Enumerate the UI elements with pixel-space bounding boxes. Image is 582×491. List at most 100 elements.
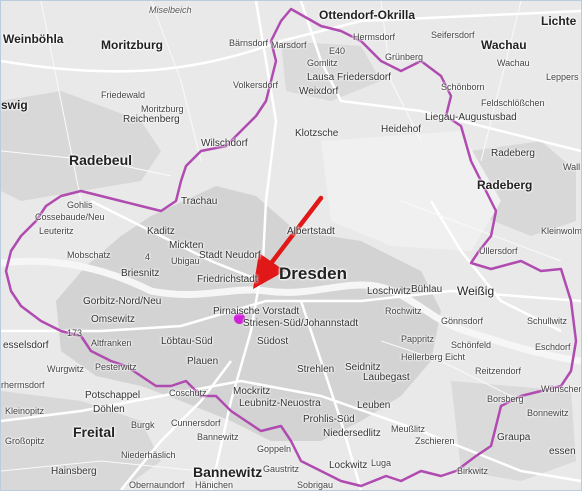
place-label-briesnitz: Briesnitz [121,268,160,279]
place-label-albertstadt: Albertstadt [287,226,335,237]
place-label-wig: swig [1,98,28,112]
place-label-pesterwitz: Pesterwitz [95,362,137,372]
place-label-seidnitz: Seidnitz [345,362,381,373]
place-label-weissig: Weißig [457,284,495,298]
place-label-laubegast: Laubegast [363,372,410,383]
place-label-wilschdorf: Wilschdorf [201,138,248,149]
place-label-zschieren: Zschieren [415,436,455,446]
place-label-ubigau: Ubigau [171,256,200,266]
place-label-bannewitz: Bannewitz [193,464,263,480]
place-label-gonnsdorf: Gönnsdorf [441,316,484,326]
place-label-altfranken: Altfranken [91,338,132,348]
place-label-weinboehla: Weinböhla [3,32,64,46]
place-label-reichenberg: Reichenberg [123,114,180,125]
place-label-doehlen: Döhlen [93,404,125,415]
place-label-trachau: Trachau [181,196,218,207]
place-label-kaditz: Kaditz [147,226,175,237]
place-label-lichtenberg: Lichte [541,14,577,28]
place-label-dresden: Dresden [279,264,348,283]
place-label-eschdorf: Eschdorf [535,342,571,352]
place-label-reitzendorf: Reitzendorf [475,366,522,376]
place-label-seifersdorf: Seifersdorf [431,30,475,40]
place-label-plauen: Plauen [187,356,219,367]
place-label-obernaundorf: Obernaundorf [129,480,185,490]
place-label-highway-4: 4 [145,252,151,262]
place-label-wuenschendorf: Wünschend [541,384,581,394]
place-label-coschutz: Coschütz [169,388,207,398]
place-label-mickten: Mickten [169,240,204,251]
place-label-lockwitz: Lockwitz [329,460,368,471]
place-label-potschappel: Potschappel [85,390,141,401]
place-label-liegau: Liegau-Augustusbad [425,112,517,123]
place-label-cunnersdorf: Cunnersdorf [171,418,221,428]
place-label-wurgwitz: Wurgwitz [47,364,84,374]
place-label-ottendorf-okrilla: Ottendorf-Okrilla [319,8,416,22]
place-label-volkersdorf: Volkersdorf [233,80,279,90]
place-label-ullersdorf: Ullersdorf [479,246,518,256]
place-label-essen: essen [549,446,576,457]
place-label-wall: Wall [563,162,581,172]
place-label-bannewitz-small: Bannewitz [197,432,239,442]
place-label-feldschloesschen: Feldschlößchen [481,98,545,108]
minor-roads [1,1,562,472]
place-label-buehlau: Bühlau [411,284,443,295]
place-label-freital: Freital [73,424,116,440]
place-label-loschwitz: Loschwitz [367,286,411,297]
place-label-leppersdorf: Leppers [546,72,579,82]
place-label-burgk: Burgk [131,420,155,430]
place-label-schullwitz: Schullwitz [527,316,568,326]
place-label-leubnitz: Leubnitz-Neuostra [239,398,321,409]
elbe-river [1,257,581,365]
place-label-niederhaeslich: Niederhäslich [121,450,176,460]
place-label-weixdorf: Weixdorf [299,86,339,97]
place-label-kleinopitz: Kleinopitz [5,406,45,416]
place-label-birkwitz: Birkwitz [457,466,488,476]
place-label-luga: Luga [371,458,392,468]
place-label-marsdorf: Marsdorf [271,40,307,50]
place-label-heidehof: Heidehof [381,124,422,135]
place-label-omsewitz: Omsewitz [91,314,135,325]
place-label-hermsdorf: Hermsdorf [353,32,396,42]
place-label-striesen: Striesen-Süd/Johannstadt [243,318,359,329]
place-label-gorbitz: Gorbitz-Nord/Neu [83,296,162,307]
place-label-kesselsdorf: esselsdorf [3,340,49,351]
place-label-niedersedlitz: Niedersedlitz [323,428,381,439]
place-label-goppeln: Goppeln [257,444,292,454]
place-label-strehlen: Strehlen [297,364,335,375]
place-label-stadt-neudorf: Stadt Neudorf [199,250,261,261]
place-label-barnsdorf: Bärnsdorf [229,38,269,48]
place-label-Meissen-top: Miselbeich [149,5,192,15]
place-label-schoenfeld: Schönfeld [451,340,492,350]
place-label-gohlis: Gohlis [67,200,93,210]
place-label-meussl: Meußlitz [391,424,426,434]
place-label-sobrigau: Sobrigau [297,480,334,490]
place-label-prohlis: Prohlis-Süd [303,414,355,425]
place-label-hermsdorf-w: rhermsdorf [1,380,45,390]
place-label-kleinwolms: Kleinwolms [541,226,582,236]
place-label-highway-173: 173 [67,328,83,338]
place-label-hellerberg: Hellerberg Eicht [401,352,466,362]
place-label-moritzburg-small: Moritzburg [141,104,184,114]
place-label-radeberg-small: Radeberg [491,148,535,159]
place-label-mobschatz: Mobschatz [67,250,111,260]
place-label-lausa: Lausa Friedersdorf [307,72,391,83]
place-label-graupa: Graupa [497,432,531,443]
city-boundary [4,7,578,488]
place-label-hainsberg: Hainsberg [51,466,97,477]
place-label-mockritz: Mockritz [233,386,271,397]
place-label-klotzsche: Klotzsche [295,128,339,139]
place-label-loebtau: Löbtau-Süd [161,336,213,347]
location-dot-icon[interactable] [234,313,245,324]
place-label-schoenborn: Schönborn [441,82,485,92]
red-arrow-icon [253,195,324,289]
place-label-gaustritz: Gaustritz [263,464,300,474]
place-label-radebeul: Radebeul [69,152,133,168]
place-label-rochwitz: Rochwitz [385,306,422,316]
place-label-friedrichstadt: Friedrichstadt [197,274,258,285]
place-label-friedewald: Friedewald [101,90,146,100]
place-label-radeberg: Radeberg [477,178,533,192]
place-label-suedost: Südost [257,336,289,347]
place-label-gruenberg: Grünberg [385,52,424,62]
